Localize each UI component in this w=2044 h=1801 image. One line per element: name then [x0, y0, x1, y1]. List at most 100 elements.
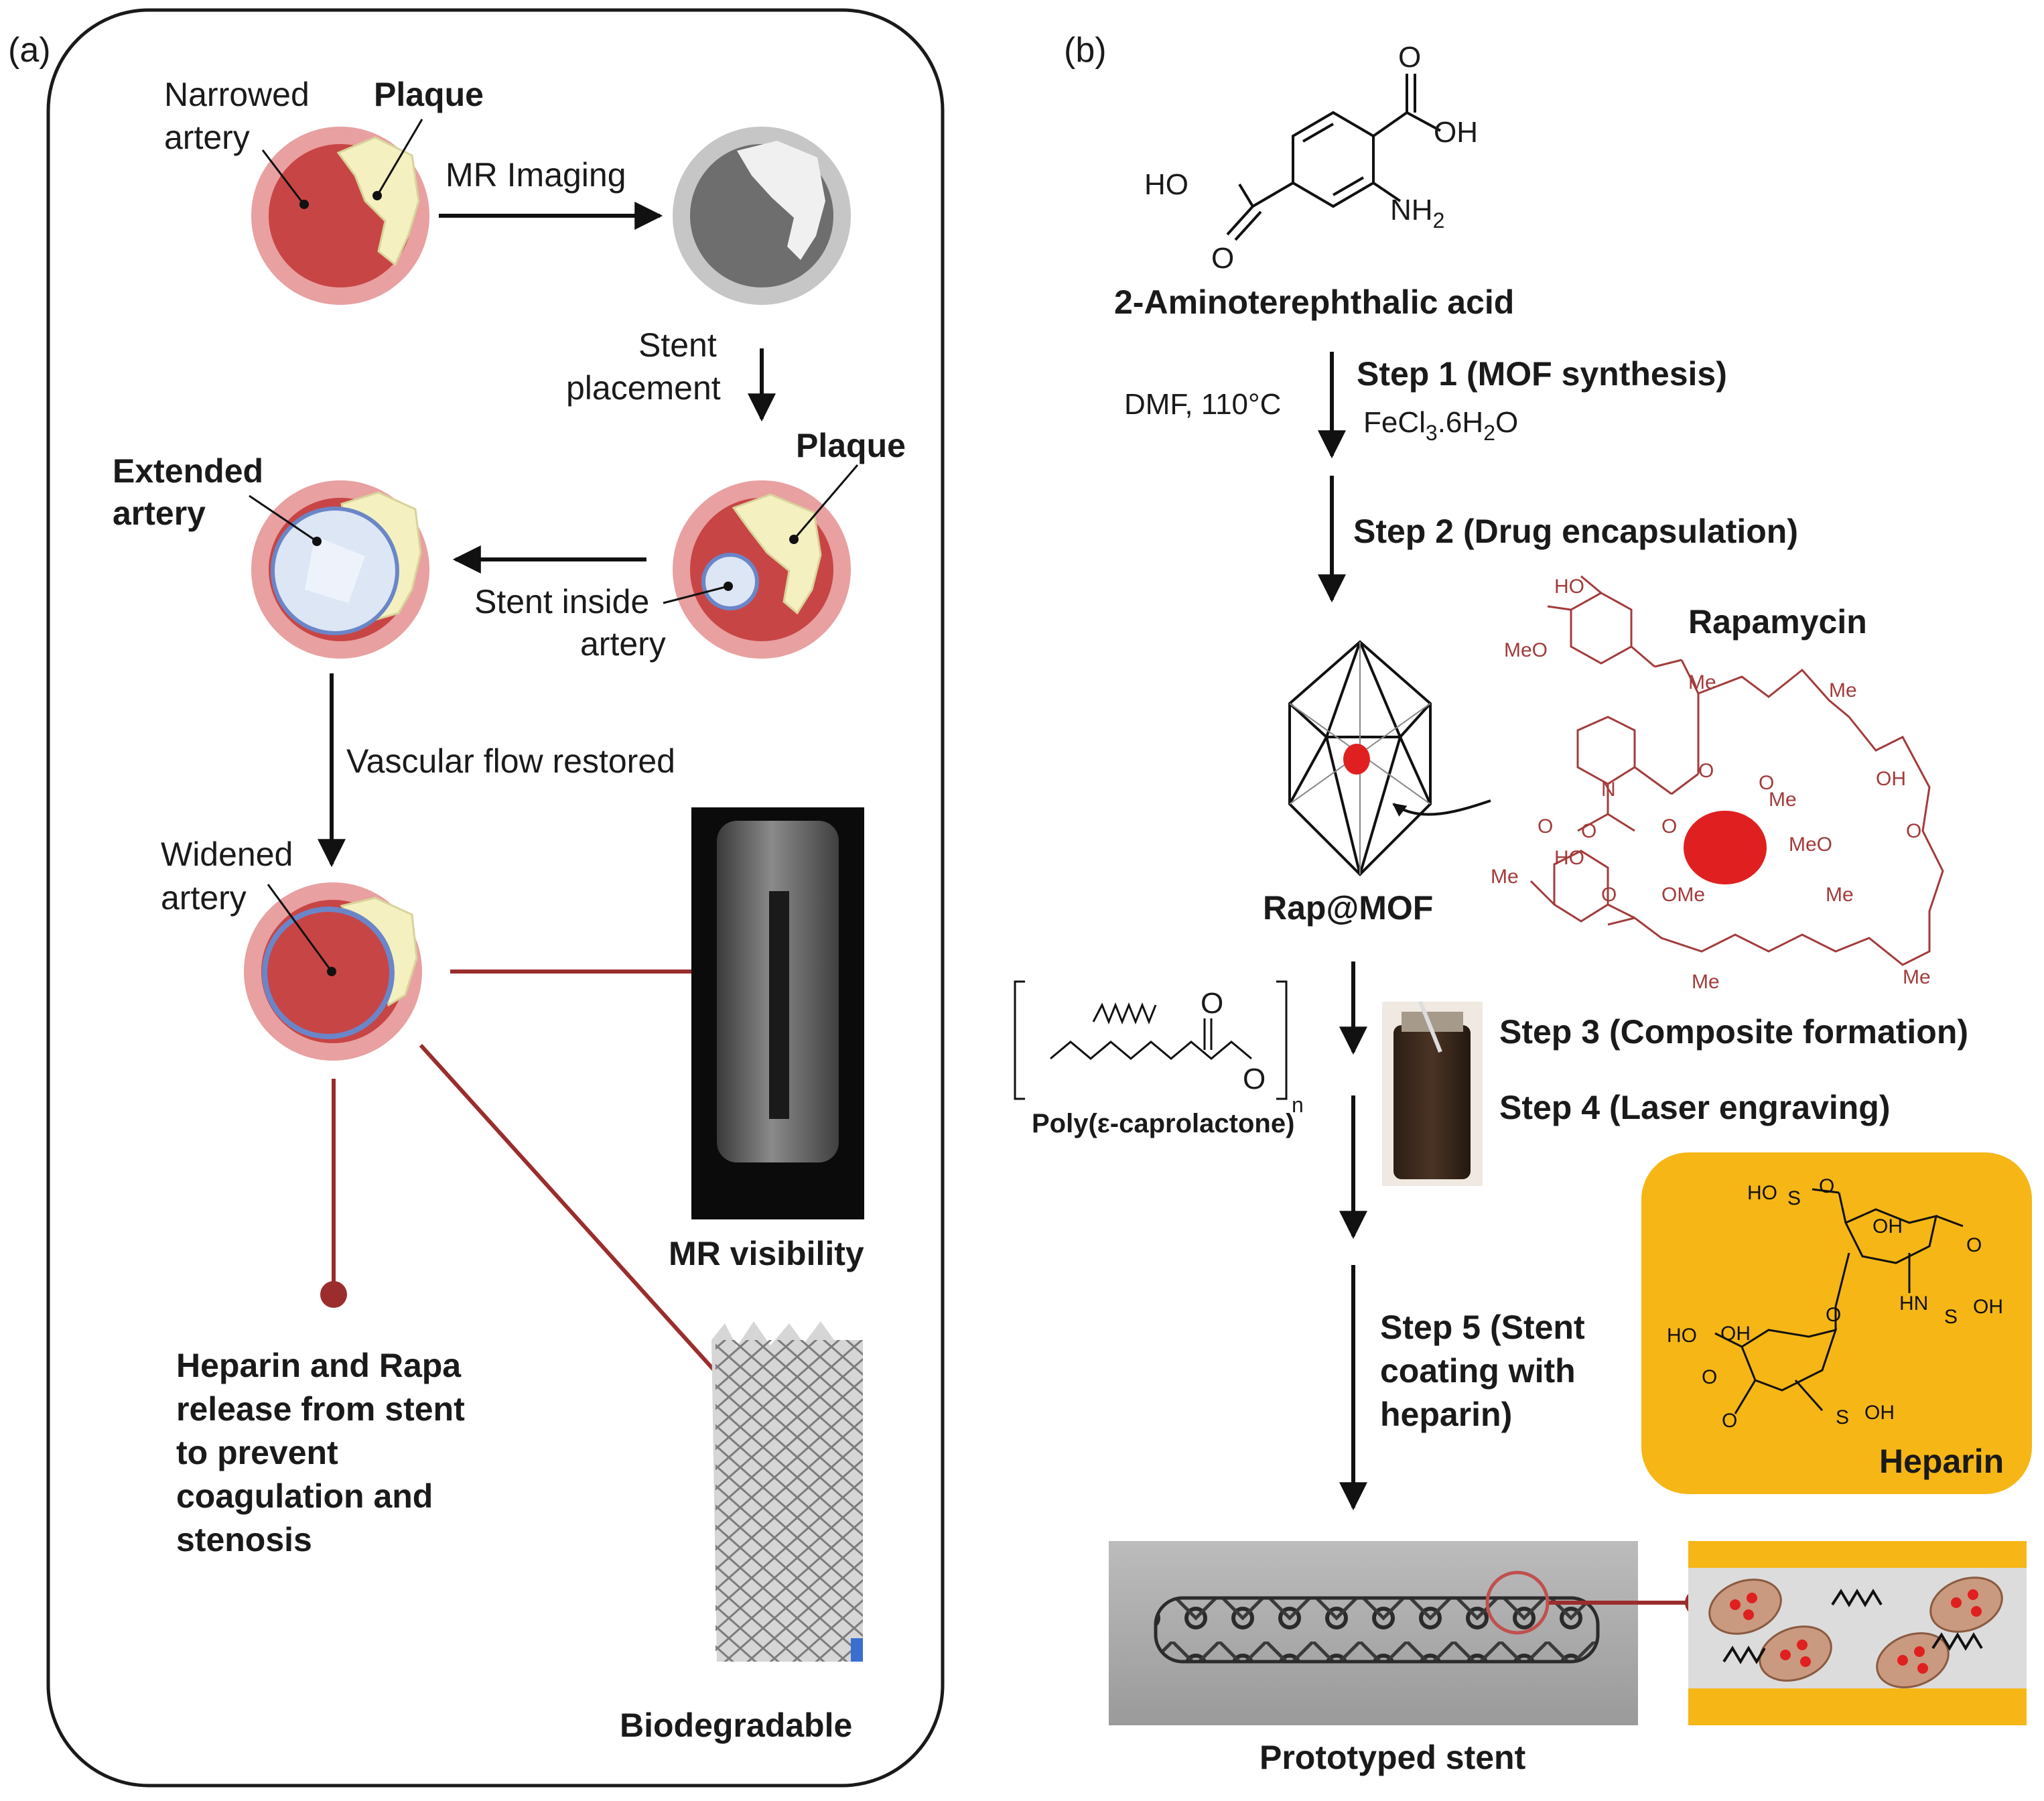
rap-me-4: Me: [1491, 866, 1519, 888]
rapamycin-drug-dot: [1684, 811, 1767, 884]
rap-o-4: O: [1581, 820, 1596, 842]
rap-o-7: O: [1601, 884, 1617, 906]
rap-me-2: Me: [1829, 679, 1857, 702]
step5-line2: coating with: [1380, 1352, 1576, 1390]
stent-inside-artery-illustration: [673, 480, 851, 659]
heparin-structure: [1714, 1188, 1964, 1414]
amino-oh: OH: [1434, 116, 1478, 149]
mof-drug-dot: [1343, 744, 1370, 775]
biodegradable-connector: [419, 1043, 759, 1420]
plaque-pointer: [376, 119, 423, 196]
rap-meo-1: MeO: [1504, 639, 1548, 661]
rap-o-3: O: [1538, 815, 1553, 838]
hep-s-1: S: [1787, 1187, 1801, 1209]
hep-s-2: S: [1944, 1306, 1958, 1328]
panel-a-frame: [46, 8, 945, 1788]
panel-a-label: (a): [8, 31, 51, 70]
narrowed-label-line2: artery: [164, 119, 250, 156]
vascular-flow-label: Vascular flow restored: [346, 742, 675, 780]
step3-label: Step 3 (Composite formation): [1499, 1013, 1968, 1051]
amino-nh: NH2: [1390, 194, 1444, 232]
hep-oh-4: OH: [1864, 1402, 1895, 1424]
rap-me-3: Me: [1769, 789, 1797, 811]
release-line5: stenosis: [176, 1521, 312, 1558]
plaque-dot: [372, 191, 382, 200]
aminoterephthalic-structure: [1226, 74, 1441, 241]
rap-me-7: Me: [1903, 966, 1931, 988]
rap-mof-label: Rap@MOF: [1263, 889, 1433, 927]
biodegradable-label: Biodegradable: [620, 1707, 852, 1744]
narrowed-artery-illustration: [251, 127, 429, 305]
widened-label-line2: artery: [161, 879, 247, 917]
release-line2: release from stent: [176, 1390, 465, 1428]
hep-o-5: O: [1722, 1410, 1737, 1432]
step2-label: Step 2 (Drug encapsulation): [1353, 513, 1798, 550]
hep-oh-3: OH: [1720, 1323, 1751, 1345]
mr-visibility-label: MR visibility: [669, 1235, 864, 1272]
pcl-name: Poly(ε-caprolactone): [1032, 1109, 1294, 1138]
release-line3: to prevent: [176, 1434, 338, 1471]
plaque-right-dot: [789, 535, 799, 544]
extended-artery-dot: [312, 537, 322, 546]
amino-o-bottom: O: [1211, 242, 1234, 275]
rap-me-1: Me: [1688, 671, 1716, 693]
plaque-label-top: Plaque: [374, 76, 484, 113]
rap-ho-1: HO: [1554, 576, 1584, 598]
hep-s-3: S: [1836, 1406, 1849, 1428]
extended-artery-illustration: [251, 480, 429, 659]
rap-ho-2: HO: [1554, 847, 1584, 869]
step4-label: Step 4 (Laser engraving): [1499, 1089, 1891, 1126]
encapsulation-arrow: [1392, 799, 1491, 817]
step5-line1: Step 5 (Stent: [1380, 1309, 1585, 1346]
mr-artery-image: [673, 127, 851, 305]
stent-placement-line2: placement: [566, 369, 721, 407]
stent-zoom-circle: [1485, 1571, 1550, 1635]
plaque-right-pointer: [793, 464, 859, 540]
step1-condition-left: DMF, 110°C: [1124, 388, 1281, 421]
hep-ho-2: HO: [1667, 1325, 1697, 1347]
rapamycin-name: Rapamycin: [1688, 603, 1867, 641]
extended-label-line2: artery: [113, 494, 206, 532]
heparin-name: Heparin: [1879, 1443, 2004, 1480]
rap-oh: OH: [1876, 768, 1906, 790]
pcl-o-top: O: [1201, 987, 1223, 1020]
stent-inside-line2: artery: [580, 625, 666, 663]
hep-o-2: O: [1966, 1234, 1982, 1256]
extended-label-line1: Extended: [113, 452, 263, 490]
hep-ho-1: HO: [1747, 1182, 1777, 1204]
panel-b-label: (b): [1064, 31, 1107, 70]
coating-cross-section: [1688, 1541, 2027, 1725]
rap-o-5: O: [1661, 815, 1677, 838]
extended-artery-pointer: [249, 494, 318, 543]
rapamycin-structure: [1529, 575, 1944, 966]
narrowed-artery-dot: [299, 200, 309, 209]
step1-condition-right: FeCl3.6H2O: [1363, 406, 1518, 445]
hep-o-4: O: [1702, 1366, 1717, 1388]
step5-line3: heparin): [1380, 1396, 1512, 1433]
rap-ome: OMe: [1661, 884, 1705, 906]
prototyped-stent-label: Prototyped stent: [1259, 1739, 1526, 1776]
rap-me-6: Me: [1692, 971, 1720, 993]
pcl-o-bottom: O: [1243, 1063, 1266, 1095]
stent-inside-line1: Stent inside: [474, 583, 649, 620]
rap-o-6: O: [1906, 820, 1921, 842]
rap-meo-2: MeO: [1789, 833, 1832, 856]
mr-imaging-label: MR Imaging: [446, 156, 626, 194]
mof-polyhedron: [1288, 640, 1432, 876]
release-line1: Heparin and Rapa: [176, 1347, 462, 1384]
hep-o-3: O: [1826, 1304, 1841, 1326]
release-line4: coagulation and: [176, 1477, 433, 1515]
release-connector-dot: [320, 1281, 347, 1308]
pcl-n: n: [1292, 1093, 1304, 1117]
mr-visibility-image: [691, 807, 864, 1219]
biodegradable-stent-render: [711, 1321, 863, 1662]
hep-oh-1: OH: [1872, 1215, 1903, 1238]
widened-artery-pointer: [267, 884, 333, 972]
rap-me-5: Me: [1826, 884, 1854, 906]
rap-o-2: O: [1759, 772, 1774, 794]
narrowed-artery-pointer: [261, 149, 304, 204]
stent-inside-dot: [724, 582, 733, 591]
narrowed-label-line1: Narrowed: [164, 76, 310, 113]
